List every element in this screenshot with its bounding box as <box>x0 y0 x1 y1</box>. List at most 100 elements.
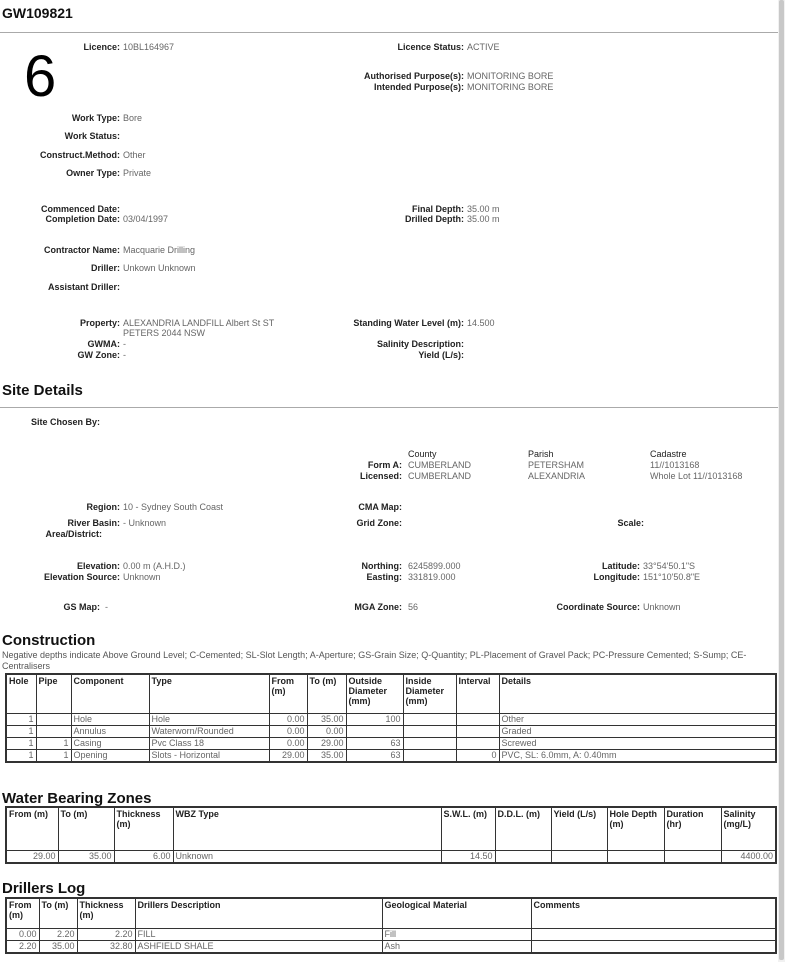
page-title: GW109821 <box>2 5 73 21</box>
table-cell: 0.00 <box>306 725 347 738</box>
coord-source-value: Unknown <box>643 602 681 612</box>
column-header: To (m) <box>306 673 347 714</box>
column-header: Component <box>70 673 150 714</box>
drillers-log-heading: Drillers Log <box>2 880 86 897</box>
table-cell: 4400.00 <box>720 850 777 864</box>
table-cell: 14.50 <box>440 850 496 864</box>
table-cell: 2.20 <box>76 928 136 941</box>
table-cell: Slots - Horizontal <box>148 749 270 763</box>
table-header-row: From (m)To (m)Thickness (m)Drillers Desc… <box>5 897 777 929</box>
table-cell <box>606 850 665 864</box>
licensed-county: CUMBERLAND <box>408 471 472 481</box>
column-header: Thickness (m) <box>113 806 174 851</box>
table-cell: 1 <box>5 725 37 738</box>
work-type-value: Bore <box>123 113 143 123</box>
swl-label: Standing Water Level (m): <box>353 318 464 328</box>
table-cell: 29.00 <box>5 850 59 864</box>
table-cell: 1 <box>5 749 37 763</box>
table-cell: Fill <box>381 928 532 941</box>
column-header: Hole <box>5 673 37 714</box>
northing-value: 6245899.000 <box>408 561 461 571</box>
form-a-county: CUMBERLAND <box>408 460 472 470</box>
driller-label: Driller: <box>90 263 120 273</box>
table-cell <box>530 928 777 941</box>
owner-label: Owner Type: <box>66 168 120 178</box>
property-label: Property: <box>79 318 120 328</box>
work-status-label: Work Status: <box>64 131 120 141</box>
easting-label: Easting: <box>366 572 402 582</box>
table-cell: 35.00 <box>306 713 347 726</box>
table-cell: Unknown <box>172 850 442 864</box>
table-cell: Other <box>498 713 777 726</box>
table-cell: 0.00 <box>268 713 308 726</box>
owner-value: Private <box>123 168 152 178</box>
divider <box>0 407 778 408</box>
licence-value: 10BL164967 <box>123 42 175 52</box>
elevation-source-value: Unknown <box>123 572 161 582</box>
column-header: D.D.L. (m) <box>494 806 552 851</box>
licence-label: Licence: <box>83 42 120 52</box>
final-depth-label: Final Depth: <box>412 204 464 214</box>
table-cell: Annulus <box>70 725 150 738</box>
river-basin-value: - Unknown <box>123 518 167 528</box>
column-header: From (m) <box>5 897 40 929</box>
table-cell: Casing <box>70 737 150 750</box>
grid-zone-label: Grid Zone: <box>356 518 403 528</box>
site-details-heading: Site Details <box>2 382 83 399</box>
table-cell: 0.00 <box>268 725 308 738</box>
scrollbar-thumb[interactable] <box>779 0 784 960</box>
table-cell <box>663 850 722 864</box>
licence-status-label: Licence Status: <box>397 42 464 52</box>
table-cell: 0 <box>455 749 500 763</box>
wbz-heading: Water Bearing Zones <box>2 790 152 807</box>
table-cell: 32.80 <box>76 940 136 954</box>
table-cell: Hole <box>70 713 150 726</box>
longitude-label: Longitude: <box>593 572 641 582</box>
contractor-label: Contractor Name: <box>43 245 120 255</box>
column-header: Type <box>148 673 270 714</box>
completion-value: 03/04/1997 <box>123 214 169 224</box>
table-cell: Ash <box>381 940 532 954</box>
table-cell: 35.00 <box>306 749 347 763</box>
final-depth-value: 35.00 m <box>467 204 500 214</box>
table-cell <box>402 725 457 738</box>
column-header: Duration (hr) <box>663 806 722 851</box>
salinity-label: Salinity Description: <box>376 339 464 349</box>
contractor-value: Macquarie Drilling <box>123 245 196 255</box>
divider <box>0 32 778 33</box>
table-cell <box>402 749 457 763</box>
column-header: Pipe <box>35 673 72 714</box>
table-cell: 100 <box>345 713 404 726</box>
latitude-value: 33°54'50.1"S <box>643 561 696 571</box>
table-cell: 0.00 <box>5 928 40 941</box>
construction-note: Negative depths indicate Above Ground Le… <box>2 650 747 671</box>
table-cell <box>455 725 500 738</box>
licensed-parish: ALEXANDRIA <box>528 471 586 481</box>
column-header: Hole Depth (m) <box>606 806 665 851</box>
northing-label: Northing: <box>361 561 403 571</box>
table-cell: Graded <box>498 725 777 738</box>
column-header: From (m) <box>268 673 308 714</box>
gwzone-label: GW Zone: <box>77 350 121 360</box>
table-cell: 63 <box>345 737 404 750</box>
mga-zone-value: 56 <box>408 602 419 612</box>
property-value: ALEXANDRIA LANDFILL Albert St ST <box>123 318 275 328</box>
river-basin-label: River Basin: <box>67 518 120 528</box>
scrollbar[interactable] <box>778 0 785 962</box>
driller-value: Unkown Unknown <box>123 263 196 273</box>
form-a-cadastre: 11//1013168 <box>650 460 700 470</box>
licensed-label: Licensed: <box>359 471 402 481</box>
table-cell <box>35 725 72 738</box>
construction-heading: Construction <box>2 632 96 649</box>
table-cell <box>402 737 457 750</box>
area-label: Area/District: <box>45 529 102 539</box>
mga-zone-label: MGA Zone: <box>354 602 402 612</box>
table-cell: Screwed <box>498 737 777 750</box>
